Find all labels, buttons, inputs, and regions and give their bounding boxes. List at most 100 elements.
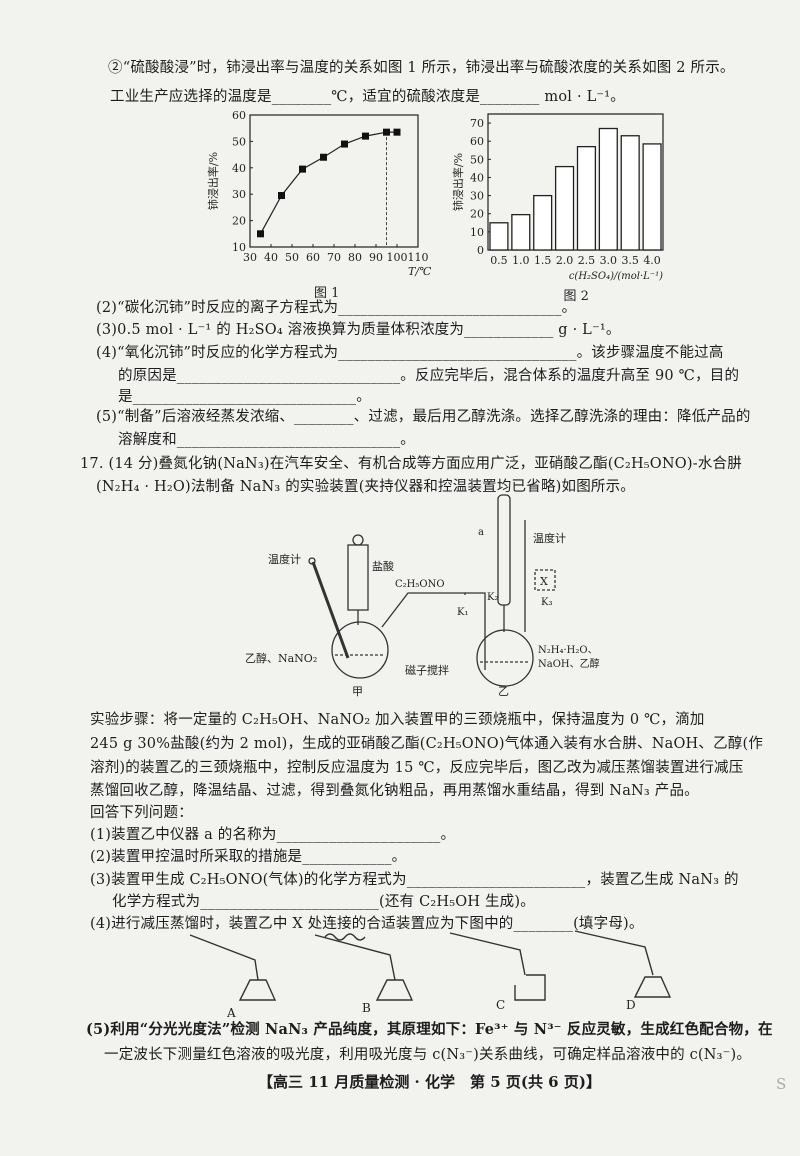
q17-steps-2: 245 g 30%盐酸(约为 2 mol)，生成的亚硝酸乙酯(C₂H₅ONO)气… (90, 736, 764, 752)
figure-caption: 图 1 (314, 286, 339, 301)
y-tick-label: 40 (470, 171, 484, 184)
bar (533, 194, 553, 251)
label-a: a (478, 527, 484, 538)
x-tick-label: 1.5 (534, 254, 552, 267)
flask-yi (476, 629, 534, 687)
q17-question-2: (2)装置甲控温时所采取的措施是____________。 (90, 849, 407, 865)
label-x: X (540, 575, 548, 588)
data-point (257, 230, 264, 238)
dropping-funnel (347, 544, 369, 611)
option-apparatus-drawings: A B C D (189, 930, 672, 1020)
y-tick-label: 20 (232, 215, 246, 228)
y-tick-label: 30 (232, 188, 246, 201)
y-tick-label: 20 (470, 208, 484, 221)
data-point (362, 132, 369, 140)
y-tick-label: 50 (470, 153, 484, 166)
label-thermometer-left: 温度计 (268, 552, 301, 566)
corner-mark: S (776, 1075, 787, 1093)
data-point (320, 153, 327, 161)
x-tick-label: 60 (306, 251, 320, 264)
label-gas: C₂H₅ONO (395, 579, 445, 590)
x-tick-label: 40 (264, 251, 278, 264)
y-tick-label: 60 (232, 109, 246, 122)
y-axis-label: 铈浸出率/% (206, 152, 220, 210)
label-right-contents-2: NaOH、乙醇 (538, 657, 600, 670)
option-c-apparatus (449, 932, 546, 1001)
bar (620, 135, 640, 251)
x-tick-label: 90 (369, 251, 383, 264)
x-tick-label: 80 (348, 251, 362, 264)
option-b-label: B (362, 1001, 371, 1015)
x-tick-label: 50 (285, 251, 299, 264)
option-c-label: C (496, 998, 505, 1012)
condenser-a (497, 494, 511, 606)
option-d-apparatus (574, 930, 672, 998)
q17-question-3-line2: 化学方程式为________________________(还有 C₂H₅OH… (112, 894, 535, 910)
apparatus-diagram: 温度计 盐酸 C₂H₅ONO K₁ K₂ K₃ a 温度计 X 乙醇、NaNO₂… (245, 494, 600, 698)
y-tick-label: 70 (470, 117, 484, 130)
label-k2: K₂ (487, 592, 498, 603)
label-k3: K₃ (541, 597, 552, 608)
label-thermometer-right: 温度计 (533, 531, 566, 545)
flask-jia (331, 621, 389, 679)
x-tick-label: 2.5 (578, 254, 596, 267)
q17-question-3-line1: (3)装置甲生成 C₂H₅ONO(气体)的化学方程式为_____________… (90, 872, 739, 888)
label-left-contents: 乙醇、NaNO₂ (245, 651, 317, 665)
label-k1: K₁ (457, 607, 468, 618)
bar (576, 145, 597, 251)
bar (554, 165, 575, 251)
q16-question-5-line1: (5)“制备”后溶液经蒸发浓缩、________、过滤，最后用乙醇洗涤。选择乙醇… (96, 409, 751, 425)
y-tick-label: 10 (470, 226, 484, 239)
x-axis-label: T/℃ (408, 265, 432, 278)
x-tick-label: 3.5 (621, 254, 639, 267)
y-axis-label: 铈浸出率/% (451, 153, 465, 211)
x-tick-label: 3.0 (600, 254, 618, 267)
q17-answer-prompt: 回答下列问题： (90, 805, 193, 821)
data-point (383, 128, 390, 136)
y-tick-label: 40 (232, 162, 246, 175)
q17-intro-2: (N₂H₄ · H₂O)法制备 NaN₃ 的实验装置(夹持仪器和控温装置均已省略… (96, 479, 636, 495)
x-tick-label: 0.5 (490, 254, 508, 267)
plot-frame (249, 114, 419, 248)
option-a-label: A (226, 1006, 236, 1020)
label-stirrer: 磁子搅拌 (405, 663, 449, 677)
q16-part2-intro-2: 工业生产应选择的温度是________℃，适宜的硫酸浓度是________ mo… (110, 89, 625, 105)
data-point (299, 165, 306, 173)
q17-steps-4: 蒸馏回收乙醇，降温结晶、过滤，得到叠氮化钠粗品，再用蒸馏水重结晶，得到 NaN₃… (90, 783, 699, 799)
bar (511, 213, 531, 251)
q16-question-4-line1: (4)“氧化沉铈”时反应的化学方程式为_____________________… (96, 345, 724, 361)
figure-caption: 图 2 (564, 289, 589, 304)
q16-question-4-line3: 是______________________________。 (118, 389, 371, 405)
y-tick-label: 50 (232, 135, 246, 148)
x-tick-label: 70 (327, 251, 341, 264)
data-point (393, 128, 401, 136)
q17-steps-3: 溶剂)的装置乙的三颈烧瓶中，控制反应温度为 15 ℃，反应完毕后，图乙改为减压蒸… (90, 760, 744, 776)
x-tick-label: 100 (387, 251, 408, 264)
label-jia: 甲 (352, 685, 363, 698)
bar (642, 143, 662, 251)
q16-question-3: (3)0.5 mol · L⁻¹ 的 H₂SO₄ 溶液换算为质量体积浓度为___… (96, 322, 621, 338)
q17-question-1: (1)装置乙中仪器 a 的名称为______________________。 (90, 827, 456, 843)
label-right-contents-1: N₂H₄·H₂O、 (538, 645, 598, 656)
plot-frame (487, 113, 664, 251)
label-yi: 乙 (498, 685, 509, 698)
q16-question-2: (2)“碳化沉铈”时反应的离子方程式为_____________________… (96, 300, 577, 316)
bar (489, 222, 509, 251)
q16-question-4-line2: 的原因是______________________________。反应完毕后… (118, 368, 740, 384)
series-line (259, 131, 397, 235)
x-tick-label: 30 (243, 251, 257, 264)
page-footer: 【高三 11 月质量检测 · 化学 第 5 页(共 6 页)】 (258, 1073, 601, 1091)
option-b-apparatus (314, 933, 414, 1001)
x-tick-label: 110 (408, 251, 429, 264)
bar (598, 127, 618, 251)
x-tick-label: 1.0 (512, 254, 530, 267)
data-point (278, 192, 285, 200)
x-axis-label: c(H₂SO₄)/(mol·L⁻¹) (569, 271, 663, 282)
q17-question-5-line1: (5)利用“分光光度法”检测 NaN₃ 产品纯度，其原理如下：Fe³⁺ 与 N³… (86, 1021, 773, 1038)
y-tick-label: 60 (470, 135, 484, 148)
q17-steps-1: 实验步骤：将一定量的 C₂H₅OH、NaNO₂ 加入装置甲的三颈烧瓶中，保持温度… (90, 712, 705, 728)
x-tick-label: 4.0 (643, 254, 661, 267)
y-tick-label: 10 (232, 241, 246, 254)
